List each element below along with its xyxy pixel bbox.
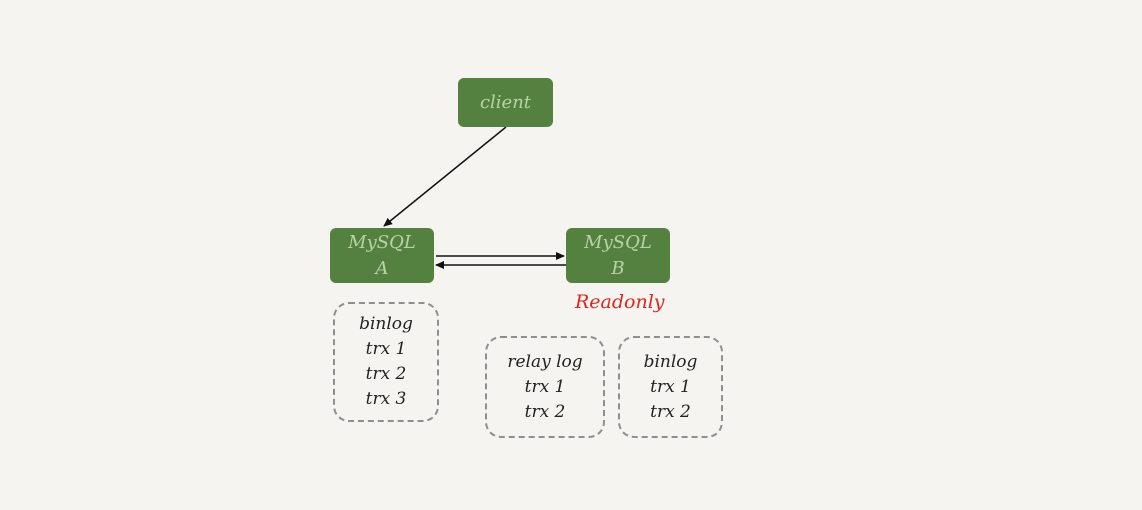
log-item: trx 2 xyxy=(365,364,407,384)
mysql-b-binlog-box: binlog trx 1 trx 2 xyxy=(618,336,723,438)
log-item: trx 1 xyxy=(650,376,691,397)
mysql-a-id: A xyxy=(375,257,389,279)
log-item: trx 1 xyxy=(524,376,566,397)
mysql-a-binlog-box: binlog trx 1 trx 2 trx 3 xyxy=(333,302,439,422)
mysql-b-node: MySQL B xyxy=(566,228,670,283)
log-item: trx 2 xyxy=(524,401,566,422)
log-title: binlog xyxy=(643,351,698,372)
readonly-status: Readonly xyxy=(575,291,665,313)
log-item: trx 3 xyxy=(365,389,407,409)
client-label: client xyxy=(479,91,532,113)
log-item: trx 2 xyxy=(650,401,691,422)
mysql-a-label: MySQL xyxy=(348,231,416,253)
mysql-b-label: MySQL xyxy=(584,231,652,253)
mysql-b-id: B xyxy=(611,257,625,279)
mysql-a-node: MySQL A xyxy=(330,228,434,283)
log-title: relay log xyxy=(507,351,583,372)
arrow-client-to-a xyxy=(383,126,507,227)
log-item: trx 1 xyxy=(365,339,407,359)
mysql-b-relay-log-box: relay log trx 1 trx 2 xyxy=(485,336,605,438)
log-title: binlog xyxy=(359,314,413,334)
client-node: client xyxy=(458,78,553,127)
